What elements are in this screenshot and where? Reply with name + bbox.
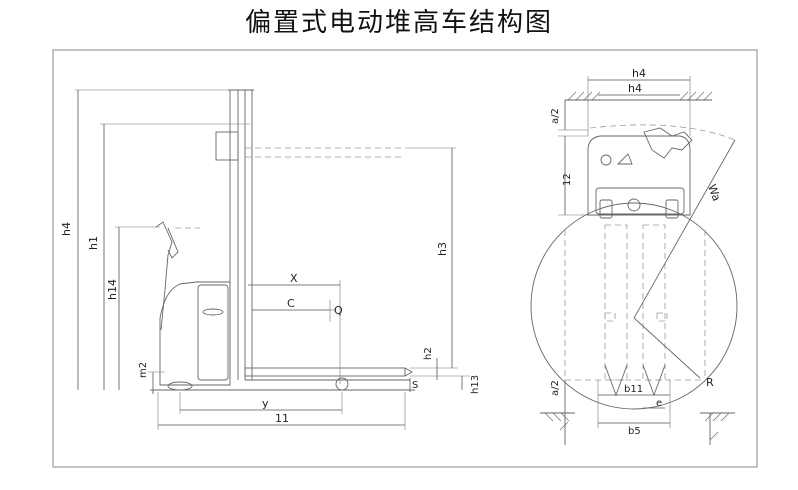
fork-left xyxy=(604,224,628,381)
key-switch xyxy=(600,154,612,166)
truck-body xyxy=(159,281,231,386)
bottom-wall-hatch xyxy=(544,412,730,441)
top-wall-hatch xyxy=(567,91,713,101)
label-l1: 11 xyxy=(275,412,289,425)
label-y: y xyxy=(262,397,269,410)
diagram-frame xyxy=(52,49,758,468)
label-S: S xyxy=(412,380,418,391)
drive-wheel xyxy=(167,381,193,391)
wa-line xyxy=(633,139,736,319)
label-l2: 12 xyxy=(562,173,573,186)
label-b11: b11 xyxy=(624,384,643,395)
cover-latch xyxy=(202,308,224,316)
label-h14: h14 xyxy=(106,279,119,300)
label-m2: m2 xyxy=(138,362,149,378)
label-R: R xyxy=(706,376,714,389)
label-a2-bottom: a/2 xyxy=(550,380,561,396)
mast-head xyxy=(215,131,239,161)
label-h4: h4 xyxy=(60,222,73,236)
label-C: C xyxy=(287,297,295,310)
label-h3: h3 xyxy=(436,242,449,256)
label-e: e xyxy=(656,398,662,409)
label-h4-inner: h4 xyxy=(628,82,642,95)
swept-arc xyxy=(589,124,736,141)
tiller xyxy=(155,221,173,331)
load-wheel xyxy=(335,377,349,391)
label-h13: h13 xyxy=(470,375,481,394)
label-X: X xyxy=(290,272,298,285)
r-line xyxy=(633,317,701,379)
truck-top xyxy=(587,135,691,216)
fork-right xyxy=(642,224,666,381)
label-Q: Q xyxy=(334,304,343,317)
fork xyxy=(244,367,406,377)
turning-circle xyxy=(530,202,738,410)
label-h4-outer: h4 xyxy=(632,67,646,80)
tiller-top xyxy=(643,127,693,159)
label-b5: b5 xyxy=(628,426,641,437)
label-h2: h2 xyxy=(423,347,434,360)
side-view: h4 h1 h14 m2 h3 h2 h13 X C Q S y 11 xyxy=(60,89,481,430)
top-view: h4 h4 a/2 12 Wa R a/2 b11 e b5 xyxy=(530,67,738,445)
label-a2-top: a/2 xyxy=(550,108,561,124)
page-title: 偏置式电动堆高车结构图 xyxy=(244,8,553,38)
battery-cover xyxy=(197,284,229,381)
label-h1: h1 xyxy=(87,236,100,250)
label-Wa: Wa xyxy=(705,183,723,203)
